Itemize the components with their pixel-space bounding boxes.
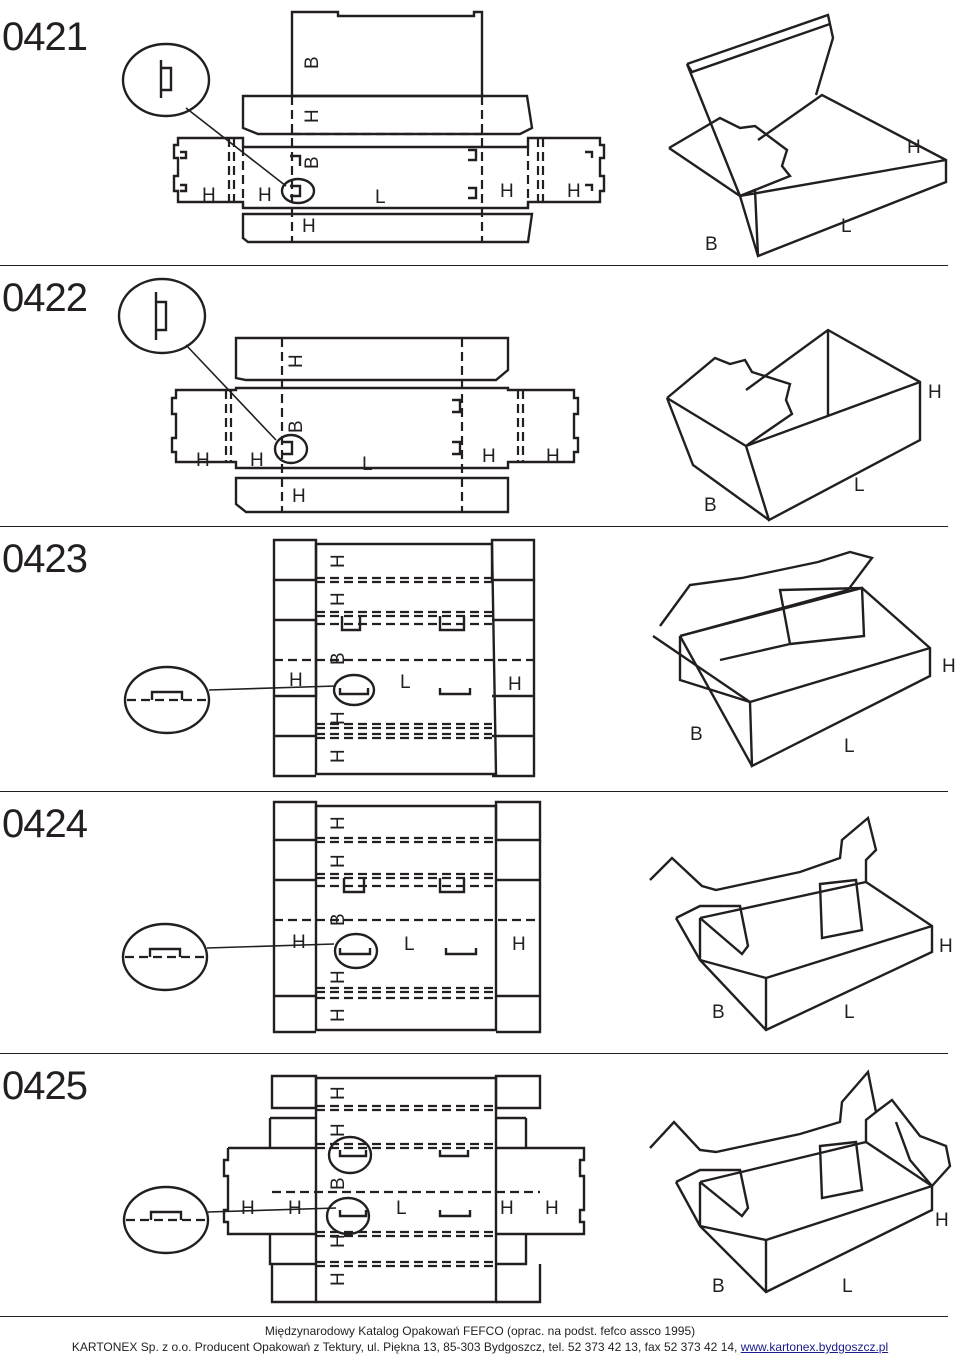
svg-text:B: B xyxy=(704,495,717,516)
diagram-0425: H H B H H H H L H H B L H xyxy=(122,1069,952,1304)
style-code-0423: 0423 xyxy=(2,537,88,581)
svg-text:H: H xyxy=(302,109,323,123)
svg-text:H: H xyxy=(328,1234,349,1248)
svg-text:H: H xyxy=(241,1198,255,1219)
svg-text:H: H xyxy=(935,1210,949,1231)
svg-text:H: H xyxy=(328,749,349,763)
labels-0423: H H B H H H L H xyxy=(289,554,522,763)
svg-text:H: H xyxy=(939,936,953,957)
svg-text:H: H xyxy=(546,446,560,467)
svg-text:H: H xyxy=(328,1123,349,1137)
svg-text:H: H xyxy=(292,486,306,507)
svg-text:L: L xyxy=(854,475,865,496)
svg-text:H: H xyxy=(328,1008,349,1022)
svg-text:L: L xyxy=(844,1002,855,1023)
blank-0424 xyxy=(272,800,542,1034)
svg-text:H: H xyxy=(482,446,496,467)
diagram-0422: H B H H L H H H B L H xyxy=(117,277,942,522)
svg-text:H: H xyxy=(250,450,264,471)
svg-text:H: H xyxy=(328,592,349,606)
box-3d-0422: B L H xyxy=(665,328,942,522)
svg-text:H: H xyxy=(328,970,349,984)
separator-2 xyxy=(0,526,948,527)
svg-text:L: L xyxy=(375,187,386,208)
footer-company-line: KARTONEX Sp. z o.o. Producent Opakowań z… xyxy=(0,1340,960,1354)
separator-5 xyxy=(0,1316,948,1317)
svg-text:H: H xyxy=(328,816,349,830)
labels-0421: B H B H H L H H H xyxy=(202,56,581,237)
footer-website-link[interactable]: www.kartonex.bydgoszcz.pl xyxy=(740,1340,889,1354)
svg-text:H: H xyxy=(328,1086,349,1100)
svg-text:B: B xyxy=(705,234,718,255)
svg-text:H: H xyxy=(288,1198,302,1219)
diagram-0423: H H B H H H L H B L H xyxy=(123,538,956,778)
svg-text:L: L xyxy=(842,1276,853,1297)
svg-text:B: B xyxy=(690,724,703,745)
svg-text:B: B xyxy=(328,652,349,665)
svg-text:L: L xyxy=(396,1198,407,1219)
svg-text:H: H xyxy=(928,382,942,403)
blank-0422 xyxy=(170,336,580,514)
svg-text:H: H xyxy=(545,1198,559,1219)
blank-0423 xyxy=(272,538,536,778)
detail-circle-0421 xyxy=(121,42,287,187)
diagram-0421: B H B H H L H H H B L H xyxy=(121,10,948,258)
box-3d-0425: B L H xyxy=(649,1069,952,1297)
svg-text:B: B xyxy=(712,1276,725,1297)
detail-circle-0425 xyxy=(122,1185,337,1255)
style-code-0424: 0424 xyxy=(2,802,88,846)
svg-text:B: B xyxy=(286,420,307,433)
detail-circle-0422 xyxy=(117,277,277,441)
svg-text:H: H xyxy=(258,185,272,206)
blank-0425 xyxy=(222,1074,586,1304)
svg-text:H: H xyxy=(500,1198,514,1219)
svg-text:H: H xyxy=(202,185,216,206)
svg-text:H: H xyxy=(500,181,514,202)
separator-1 xyxy=(0,265,948,266)
blank-0421 xyxy=(172,10,606,244)
style-code-0425: 0425 xyxy=(2,1064,88,1108)
svg-text:H: H xyxy=(196,450,210,471)
detail-circle-0423 xyxy=(123,665,337,735)
svg-text:H: H xyxy=(328,711,349,725)
detail-circle-0424 xyxy=(121,922,335,992)
separator-4 xyxy=(0,1053,948,1054)
labels-0425: H H B H H H H L H H xyxy=(241,1086,559,1286)
box-3d-0423: B L H xyxy=(652,550,956,768)
separator-3 xyxy=(0,791,948,792)
svg-text:H: H xyxy=(512,934,526,955)
labels-0424: H H B H H H L H xyxy=(292,816,526,1022)
svg-text:H: H xyxy=(508,674,522,695)
svg-text:L: L xyxy=(841,216,852,237)
svg-text:H: H xyxy=(328,554,349,568)
svg-text:H: H xyxy=(292,932,306,953)
svg-text:B: B xyxy=(302,156,323,169)
box-3d-0424: B L H xyxy=(649,815,953,1032)
svg-text:H: H xyxy=(907,137,921,158)
footer-catalog-line: Międzynarodowy Katalog Opakowań FEFCO (o… xyxy=(264,1324,696,1338)
style-code-0422: 0422 xyxy=(2,276,88,320)
box-3d-0421: B L H xyxy=(668,13,948,258)
svg-text:B: B xyxy=(328,1177,349,1190)
svg-text:H: H xyxy=(942,656,956,677)
svg-text:H: H xyxy=(328,854,349,868)
footer-company-text: KARTONEX Sp. z o.o. Producent Opakowań z… xyxy=(71,1340,741,1354)
svg-text:H: H xyxy=(328,1272,349,1286)
svg-text:B: B xyxy=(712,1002,725,1023)
svg-text:H: H xyxy=(286,354,307,368)
svg-text:L: L xyxy=(844,736,855,757)
diagram-0424: H H B H H H L H B L H xyxy=(121,800,953,1034)
svg-text:H: H xyxy=(289,670,303,691)
svg-text:L: L xyxy=(404,934,415,955)
svg-text:H: H xyxy=(567,181,581,202)
svg-text:B: B xyxy=(302,56,323,69)
svg-text:B: B xyxy=(328,913,349,926)
labels-0422: H B H H L H H H xyxy=(196,354,560,507)
style-code-0421: 0421 xyxy=(2,15,88,59)
svg-text:H: H xyxy=(302,216,316,237)
svg-text:L: L xyxy=(362,454,373,475)
svg-text:L: L xyxy=(400,672,411,693)
